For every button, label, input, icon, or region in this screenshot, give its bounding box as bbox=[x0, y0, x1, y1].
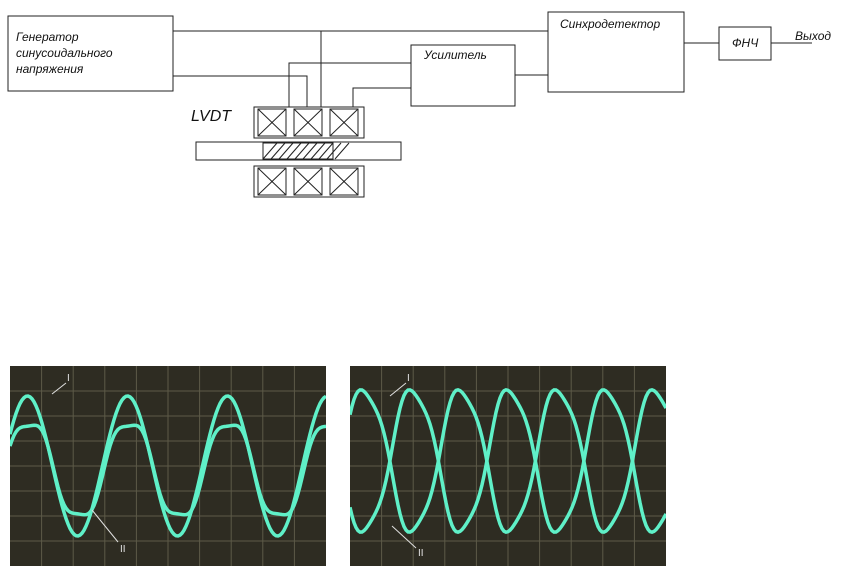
sync-detector-block bbox=[547, 11, 685, 93]
generator-label-line-1: Генератор bbox=[16, 30, 79, 44]
amplifier-label: Усилитель bbox=[423, 48, 487, 62]
sync-detector-label: Синхродетектор bbox=[560, 17, 660, 31]
coil-winding bbox=[257, 108, 287, 137]
trace-ii bbox=[350, 387, 666, 535]
lvdt-label: LVDT bbox=[191, 108, 232, 125]
coil-winding bbox=[257, 167, 287, 196]
generator-label-line-3: напряжения bbox=[16, 62, 84, 76]
wiring bbox=[173, 30, 812, 107]
trace-i bbox=[350, 387, 666, 535]
output-label: Выход bbox=[795, 29, 831, 43]
coil-winding bbox=[329, 108, 359, 137]
lvdt-core bbox=[262, 142, 334, 160]
amplifier-block bbox=[410, 44, 516, 107]
trace-ii-label: II bbox=[418, 548, 424, 559]
coil-winding bbox=[329, 167, 359, 196]
generator-block bbox=[7, 15, 174, 92]
trace-ii bbox=[10, 423, 326, 517]
lvdt-upper-coils bbox=[253, 106, 365, 139]
generator-label-line-2: синусоидального bbox=[16, 46, 113, 60]
coil-winding bbox=[293, 167, 323, 196]
oscillogram-right: I II bbox=[350, 366, 666, 566]
trace-ii-label: II bbox=[120, 544, 126, 555]
lvdt-core-hatch bbox=[262, 142, 350, 160]
lvdt-block-diagram: Генератор синусоидального напряжения Уси… bbox=[7, 11, 831, 198]
trace-i-label: I bbox=[67, 373, 70, 384]
label-pointer-ii bbox=[391, 525, 417, 549]
lvdt-lower-coils bbox=[253, 165, 365, 198]
trace-i bbox=[10, 394, 326, 538]
oscillogram-left: I II bbox=[10, 366, 326, 566]
lpf-label: ФНЧ bbox=[732, 36, 759, 50]
label-pointer-ii bbox=[91, 509, 119, 543]
trace-i-label: I bbox=[407, 373, 410, 384]
label-pointer-i bbox=[389, 382, 407, 397]
coil-winding bbox=[293, 108, 323, 137]
label-pointer-i bbox=[51, 382, 67, 395]
